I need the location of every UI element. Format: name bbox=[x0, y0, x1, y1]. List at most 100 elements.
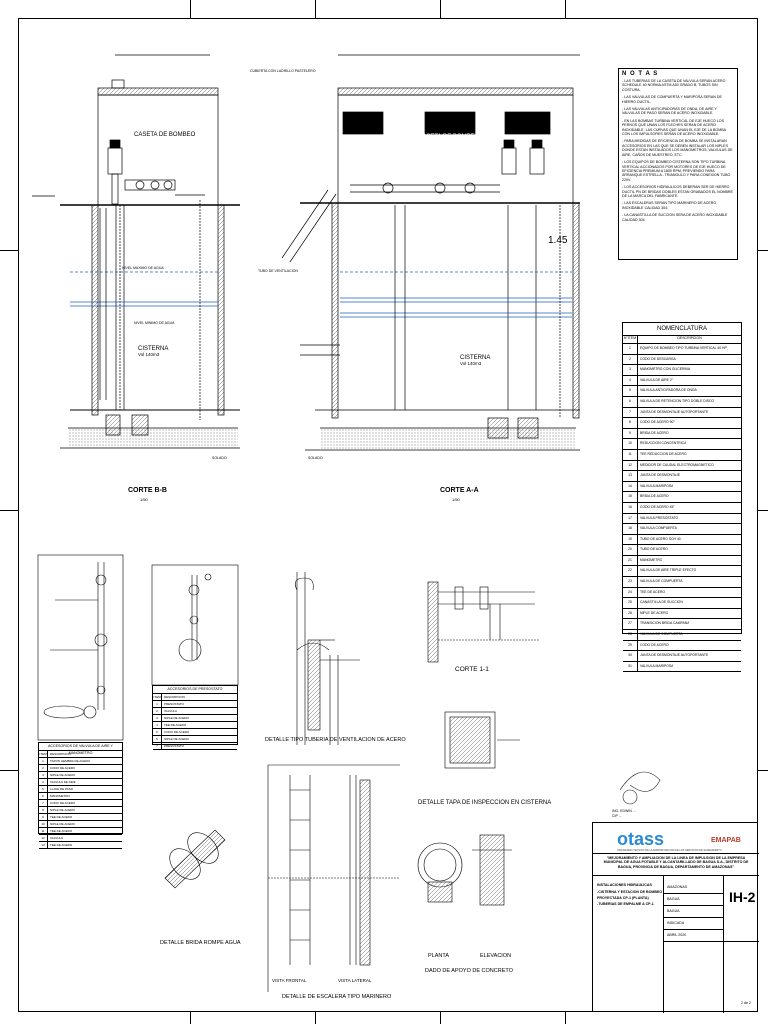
row-number: 7 bbox=[39, 800, 48, 806]
row-number: 12 bbox=[39, 835, 48, 841]
row-number: 3 bbox=[39, 772, 48, 778]
border-tick bbox=[758, 510, 768, 511]
row-description: CODO DE ACERO bbox=[164, 730, 190, 734]
row-number: 8 bbox=[39, 807, 48, 813]
project-title: "MEJORAMIENTO Y AMPLIACION DE LA LINEA D… bbox=[603, 856, 749, 869]
field-value: AMAZONAS bbox=[667, 885, 688, 889]
title-block: otass ORGANISMO TECNICO DE LA ADMINISTRA… bbox=[592, 822, 759, 1013]
row-description: CODO DE ACERO 45° bbox=[640, 504, 675, 509]
row-description: MANOMETRO bbox=[50, 794, 70, 798]
row-number: 25 bbox=[623, 598, 638, 608]
row-description: JUNTA DE DESMONTAJE AUTOPORTANTE bbox=[640, 653, 709, 658]
border-tick bbox=[315, 0, 316, 18]
row-description: TEE REDUCCION DE ACERO bbox=[640, 451, 687, 456]
note-item: - LAS VALVULAS ANTICIPADORAS DE ONDA, DE… bbox=[622, 107, 717, 116]
row-description: REDUCCION CONCENTRICA bbox=[640, 441, 687, 446]
row-number: 1 bbox=[153, 701, 162, 707]
escalera-detail-title: DETALLE DE ESCALERA TIPO MARINERO bbox=[282, 994, 392, 1000]
dim-145: 1.45 bbox=[548, 235, 568, 246]
solado-label: SOLADO bbox=[212, 456, 227, 460]
caseta-bb-label: CASETA DE BOMBEO bbox=[134, 132, 196, 138]
row-description: VALVULA DE AIRE TRIPLE EFECTO bbox=[640, 568, 697, 573]
brida-detail-title: DETALLE BRIDA ROMPE AGUA bbox=[160, 940, 241, 946]
row-description: NIPLE DE ACERO bbox=[50, 822, 76, 826]
col-n-header: N°ITEM bbox=[623, 336, 638, 343]
corte-aa-drawing bbox=[281, 54, 580, 451]
tubo-vent-label: TUBO DE VENTILACION bbox=[258, 269, 298, 273]
tapa-detail-title: DETALLE TAPA DE INSPECCION EN CISTERNA bbox=[418, 800, 552, 806]
row-description: CODO DE DESCARGA bbox=[640, 356, 676, 361]
cisterna-aa-label: CISTERNA bbox=[460, 355, 491, 361]
row-description: BRIDA DE ACERO bbox=[640, 430, 669, 435]
row-description: TEE DE ACERO bbox=[640, 589, 666, 594]
row-description: TRANSICION BRIDA CAMPANA bbox=[640, 621, 690, 626]
row-description: VALVULA ANTICIPADORA DE ONDA bbox=[640, 388, 697, 393]
row-number: 5 bbox=[39, 786, 48, 792]
border-tick bbox=[0, 770, 18, 771]
row-description: VALVULA DE AIRE bbox=[50, 780, 76, 784]
brida-detail-drawing bbox=[164, 829, 226, 889]
acc-pres-title: ACCESORIOS DE PRESOSTATO bbox=[153, 686, 237, 694]
cisterna-bb-label: CISTERNA bbox=[138, 346, 169, 352]
signature-line: ING. EDWIN ... bbox=[612, 809, 636, 813]
row-description: VALVULA PRESOSTATO bbox=[640, 515, 679, 520]
border-tick bbox=[440, 0, 441, 18]
note-item: - LAS VALVULAS DE COMPUERTA Y MARIPOSA S… bbox=[622, 95, 722, 104]
row-number: 29 bbox=[623, 640, 638, 651]
row-number: 4 bbox=[153, 722, 162, 728]
tb-line bbox=[723, 875, 724, 1013]
field-value: BAGUA bbox=[667, 909, 680, 913]
row-description: TUBO DE ACERO SCH 40 bbox=[640, 536, 681, 541]
row-number: 11 bbox=[39, 828, 48, 834]
elevacion-title: ELEVACION bbox=[480, 953, 512, 959]
row-number: 9 bbox=[39, 814, 48, 820]
presostato-detail-drawing bbox=[151, 564, 239, 686]
border-tick bbox=[565, 0, 566, 18]
border-tick bbox=[758, 770, 768, 771]
sheet-frame bbox=[18, 18, 758, 1012]
nivel-min-label: NIVEL MINIMO DE AGUA bbox=[134, 321, 175, 325]
row-number: 7 bbox=[153, 743, 162, 749]
row-number: 14 bbox=[623, 481, 638, 492]
field-value: INDICADA bbox=[667, 921, 685, 925]
row-description: VALVULA MARIPOSA bbox=[640, 483, 674, 488]
row-number: 11 bbox=[623, 449, 638, 460]
row-number: 24 bbox=[623, 587, 638, 598]
tb-line bbox=[663, 875, 664, 1013]
row-number: 3 bbox=[623, 365, 638, 375]
row-number: 10 bbox=[39, 821, 48, 827]
row-description: MANOMETRO CON GLICERINA bbox=[640, 367, 691, 372]
acc-pres-header: ITEM DESCRIPCION bbox=[153, 694, 237, 701]
cisterna-bb-vol: Vol 140m3 bbox=[138, 352, 160, 357]
row-number: 30 bbox=[623, 651, 638, 661]
escalera-detail-drawing bbox=[267, 764, 400, 992]
row-number: 20 bbox=[623, 545, 638, 555]
corte-aa-title: CORTE A-A bbox=[440, 487, 479, 494]
row-description: JUNTA DE DESMONTAJE AUTOPORTANTE bbox=[640, 409, 709, 414]
col-n-header: ITEM bbox=[39, 751, 48, 757]
row-description: CODO DE ACERO bbox=[50, 766, 76, 770]
border-tick bbox=[190, 1012, 191, 1024]
nomenclatura-header: N°ITEM DESCRIPCION bbox=[623, 336, 741, 344]
